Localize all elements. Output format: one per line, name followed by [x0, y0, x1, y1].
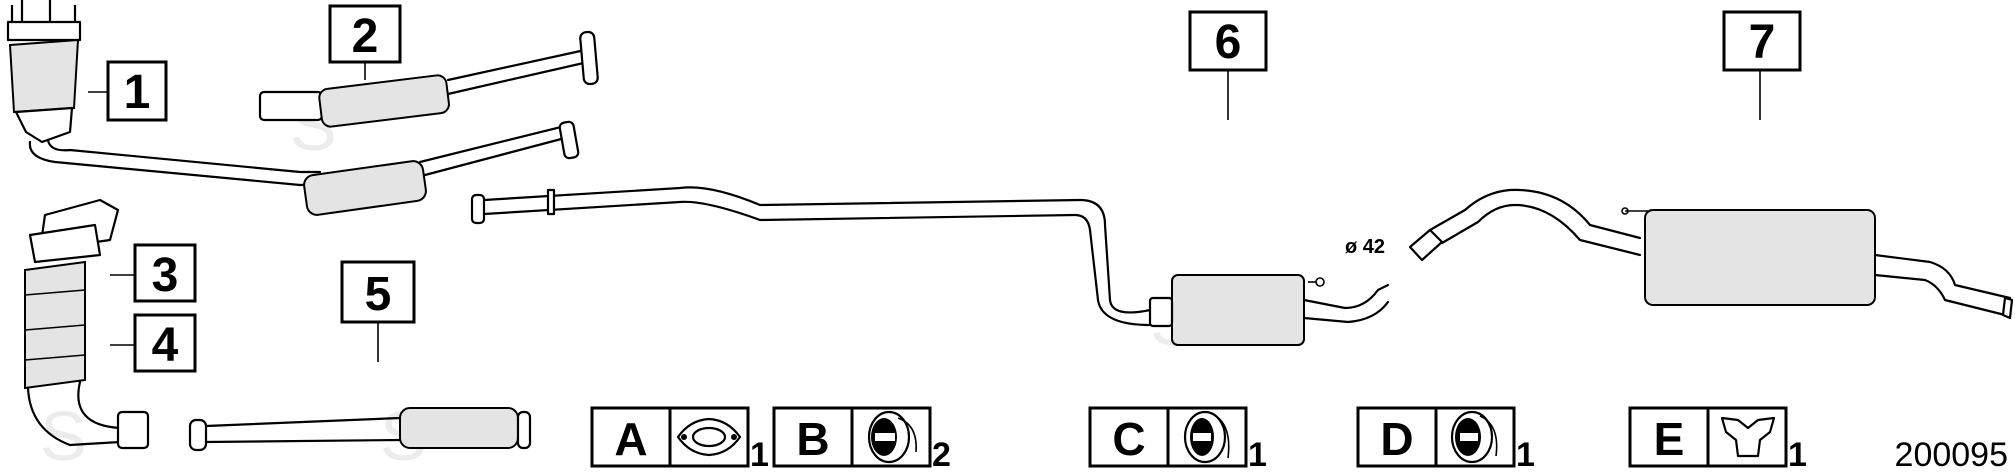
- callout-6: 6: [1188, 10, 1268, 72]
- gasket-icon: [676, 417, 742, 457]
- part-1-catalytic-converter-front-pipe: [6, 0, 580, 216]
- svg-text:7: 7: [1749, 16, 1776, 69]
- svg-text:E: E: [1654, 413, 1685, 465]
- svg-text:1: 1: [1248, 436, 1267, 473]
- svg-text:3: 3: [152, 249, 179, 302]
- part-2-intermediate-pipe: [258, 30, 599, 128]
- legend-item-c: C 1: [1088, 406, 1267, 473]
- callout-1: 1: [106, 60, 168, 122]
- svg-text:1: 1: [1516, 436, 1535, 473]
- svg-text:S: S: [40, 397, 87, 473]
- callout-7: 7: [1722, 10, 1802, 72]
- svg-text:C: C: [1112, 413, 1145, 465]
- legend-item-e: E 1: [1628, 406, 1807, 473]
- legend-item-a: A 1: [590, 406, 769, 473]
- rubber-mount-icon: [1183, 410, 1230, 464]
- callout-4: 4: [133, 313, 197, 373]
- drawing-number: 200095: [1895, 436, 2008, 473]
- svg-text:5: 5: [365, 268, 392, 321]
- svg-text:D: D: [1380, 413, 1413, 465]
- svg-text:6: 6: [1215, 16, 1242, 69]
- part-6-center-muffler: [470, 186, 1390, 346]
- rubber-hanger-icon: [867, 410, 917, 464]
- svg-text:4: 4: [152, 319, 179, 372]
- legend-item-d: D 1: [1356, 406, 1535, 473]
- part-5-intermediate-pipe: [188, 407, 532, 452]
- callout-3: 3: [133, 243, 197, 303]
- bracket-icon: [1720, 416, 1776, 458]
- svg-text:1: 1: [124, 66, 151, 119]
- diameter-label: ø 42: [1345, 236, 1385, 258]
- legend-item-b: B 2: [772, 406, 951, 473]
- callout-5: 5: [340, 260, 416, 324]
- callout-2: 2: [328, 4, 402, 64]
- svg-text:1: 1: [750, 436, 769, 473]
- svg-text:2: 2: [932, 436, 951, 473]
- part-3-4-converter-with-manifold: [24, 198, 150, 450]
- svg-text:2: 2: [352, 10, 379, 63]
- part-7-rear-silencer: [1408, 188, 2014, 320]
- svg-text:A: A: [614, 413, 647, 465]
- rubber-hanger-icon: [1450, 410, 1498, 464]
- svg-text:1: 1: [1788, 436, 1807, 473]
- svg-text:B: B: [796, 413, 829, 465]
- leader-lines: [88, 62, 1761, 362]
